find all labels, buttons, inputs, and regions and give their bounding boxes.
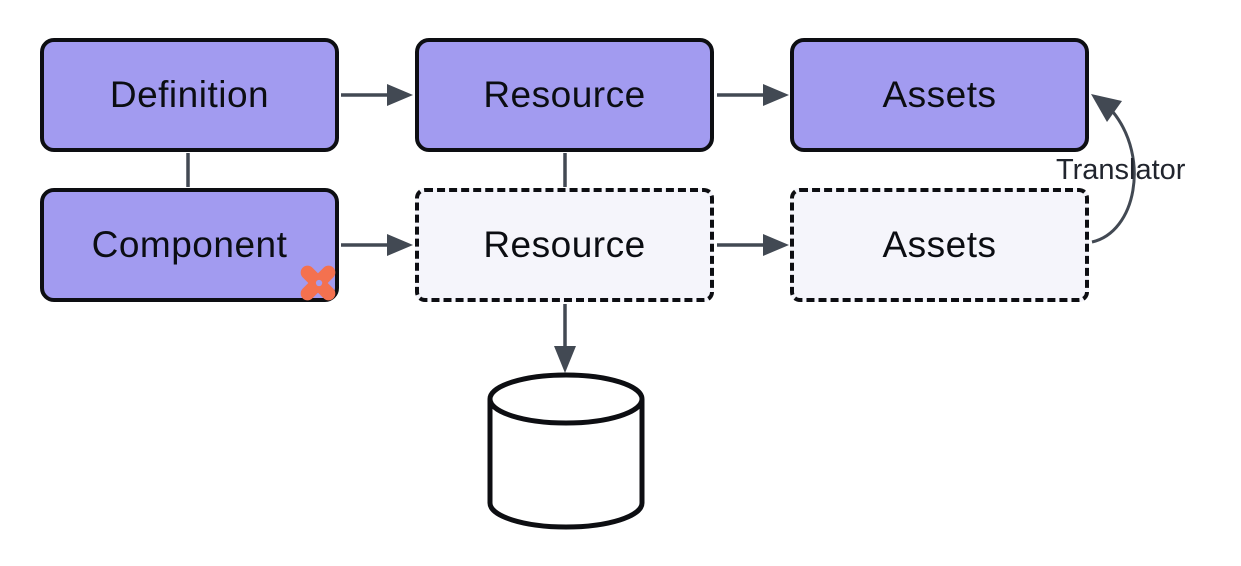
edge-resource-assets (717, 84, 789, 106)
arrowhead-icon (1091, 94, 1122, 122)
arrowhead-icon (554, 346, 576, 373)
arrowhead-icon (763, 234, 789, 256)
arrowhead-icon (387, 84, 413, 106)
node-assets: Assets (790, 38, 1089, 152)
translator-label: Translator (1056, 154, 1186, 186)
node-resource: Resource (415, 38, 714, 152)
node-component: Component (40, 188, 339, 302)
node-assets-label: Assets (882, 74, 997, 115)
dbt-x-hole (315, 279, 323, 287)
arrowhead-icon (763, 84, 789, 106)
translator-curve (1091, 111, 1136, 244)
node-assets-planned-label: Assets (882, 224, 997, 265)
edge-definition-resource (341, 84, 413, 106)
node-definition-label: Definition (109, 74, 270, 115)
edge-resource-planned-database (554, 304, 576, 373)
node-resource-planned: Resource (415, 188, 714, 302)
dbt-x-icon (300, 265, 336, 301)
node-resource-planned-label: Resource (483, 224, 646, 265)
arrowhead-icon (387, 234, 413, 256)
edge-component-resource-planned (341, 234, 413, 256)
edge-translator-curve (1091, 94, 1136, 244)
node-resource-label: Resource (483, 74, 646, 115)
edge-resource-planned-assets-planned (717, 234, 789, 256)
node-assets-planned: Assets (790, 188, 1089, 302)
cylinder-top (487, 372, 645, 426)
node-component-label: Component (91, 224, 288, 265)
cylinder-body (487, 399, 645, 530)
node-definition: Definition (40, 38, 339, 152)
database-cylinder (487, 372, 645, 530)
